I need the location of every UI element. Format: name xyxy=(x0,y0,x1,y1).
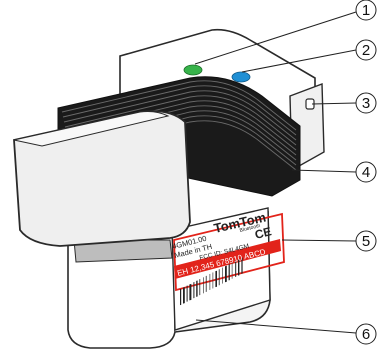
barcode-bar xyxy=(205,275,207,292)
band-rib xyxy=(67,110,297,161)
serial-band xyxy=(174,239,281,279)
callout-circle-2 xyxy=(355,39,377,61)
barcode-bar xyxy=(186,285,188,302)
callout-circle-4 xyxy=(355,161,377,183)
callout-num-2: 2 xyxy=(362,42,370,59)
leader-line-2 xyxy=(241,49,357,73)
callout-circle-6 xyxy=(355,323,377,345)
ce-mark: CE xyxy=(253,224,273,242)
barcode-bar xyxy=(235,260,237,278)
barcode-bar xyxy=(228,264,230,281)
barcode-bar xyxy=(212,272,214,289)
barcode-bar xyxy=(241,257,243,274)
barcode-bar xyxy=(218,269,220,286)
callout-circle-1 xyxy=(355,0,377,21)
barcode-bar xyxy=(199,279,201,296)
callout-num-3: 3 xyxy=(362,95,370,112)
band-rib xyxy=(66,105,297,156)
barcode xyxy=(180,257,243,306)
callouts: 1 2 3 4 5 6 xyxy=(194,0,377,345)
band-rib xyxy=(63,90,297,141)
band-ribs xyxy=(61,80,297,171)
green-led xyxy=(183,64,203,76)
callout-num-4: 4 xyxy=(362,164,370,181)
barcode-bar xyxy=(222,267,223,284)
barcode-bar xyxy=(231,262,233,279)
leader-line-5 xyxy=(281,239,357,242)
barcode-bar xyxy=(225,265,227,283)
front-pad xyxy=(13,110,191,247)
callout-circle-3 xyxy=(355,92,377,114)
band-rib xyxy=(69,120,297,171)
barcode-bar xyxy=(215,270,217,288)
band-rib xyxy=(68,115,297,166)
barcode-bar xyxy=(183,287,185,304)
bluetooth-mark: Bluetooth xyxy=(239,223,261,234)
barcode-bar xyxy=(180,288,182,306)
barcode-bar xyxy=(193,282,195,299)
label-face xyxy=(171,207,285,331)
callout-num-5: 5 xyxy=(362,233,370,250)
leader-line-4 xyxy=(291,169,357,173)
barcode-bar xyxy=(238,259,240,276)
barcode-bar xyxy=(203,277,204,294)
callout-num-1: 1 xyxy=(362,2,370,19)
band-rib xyxy=(65,100,297,151)
callout-num-6: 6 xyxy=(362,326,370,343)
blue-led xyxy=(231,71,251,83)
barcode-bar xyxy=(189,283,192,301)
barcode-bar xyxy=(196,280,198,297)
leader-line-3 xyxy=(311,102,357,105)
band-rib xyxy=(62,85,297,136)
callout-circle-5 xyxy=(355,230,377,252)
band-rib xyxy=(61,80,297,131)
leader-line-1 xyxy=(194,11,357,65)
leader-line-6 xyxy=(195,319,357,334)
band-rib xyxy=(64,95,297,146)
barcode-bar xyxy=(209,273,211,291)
